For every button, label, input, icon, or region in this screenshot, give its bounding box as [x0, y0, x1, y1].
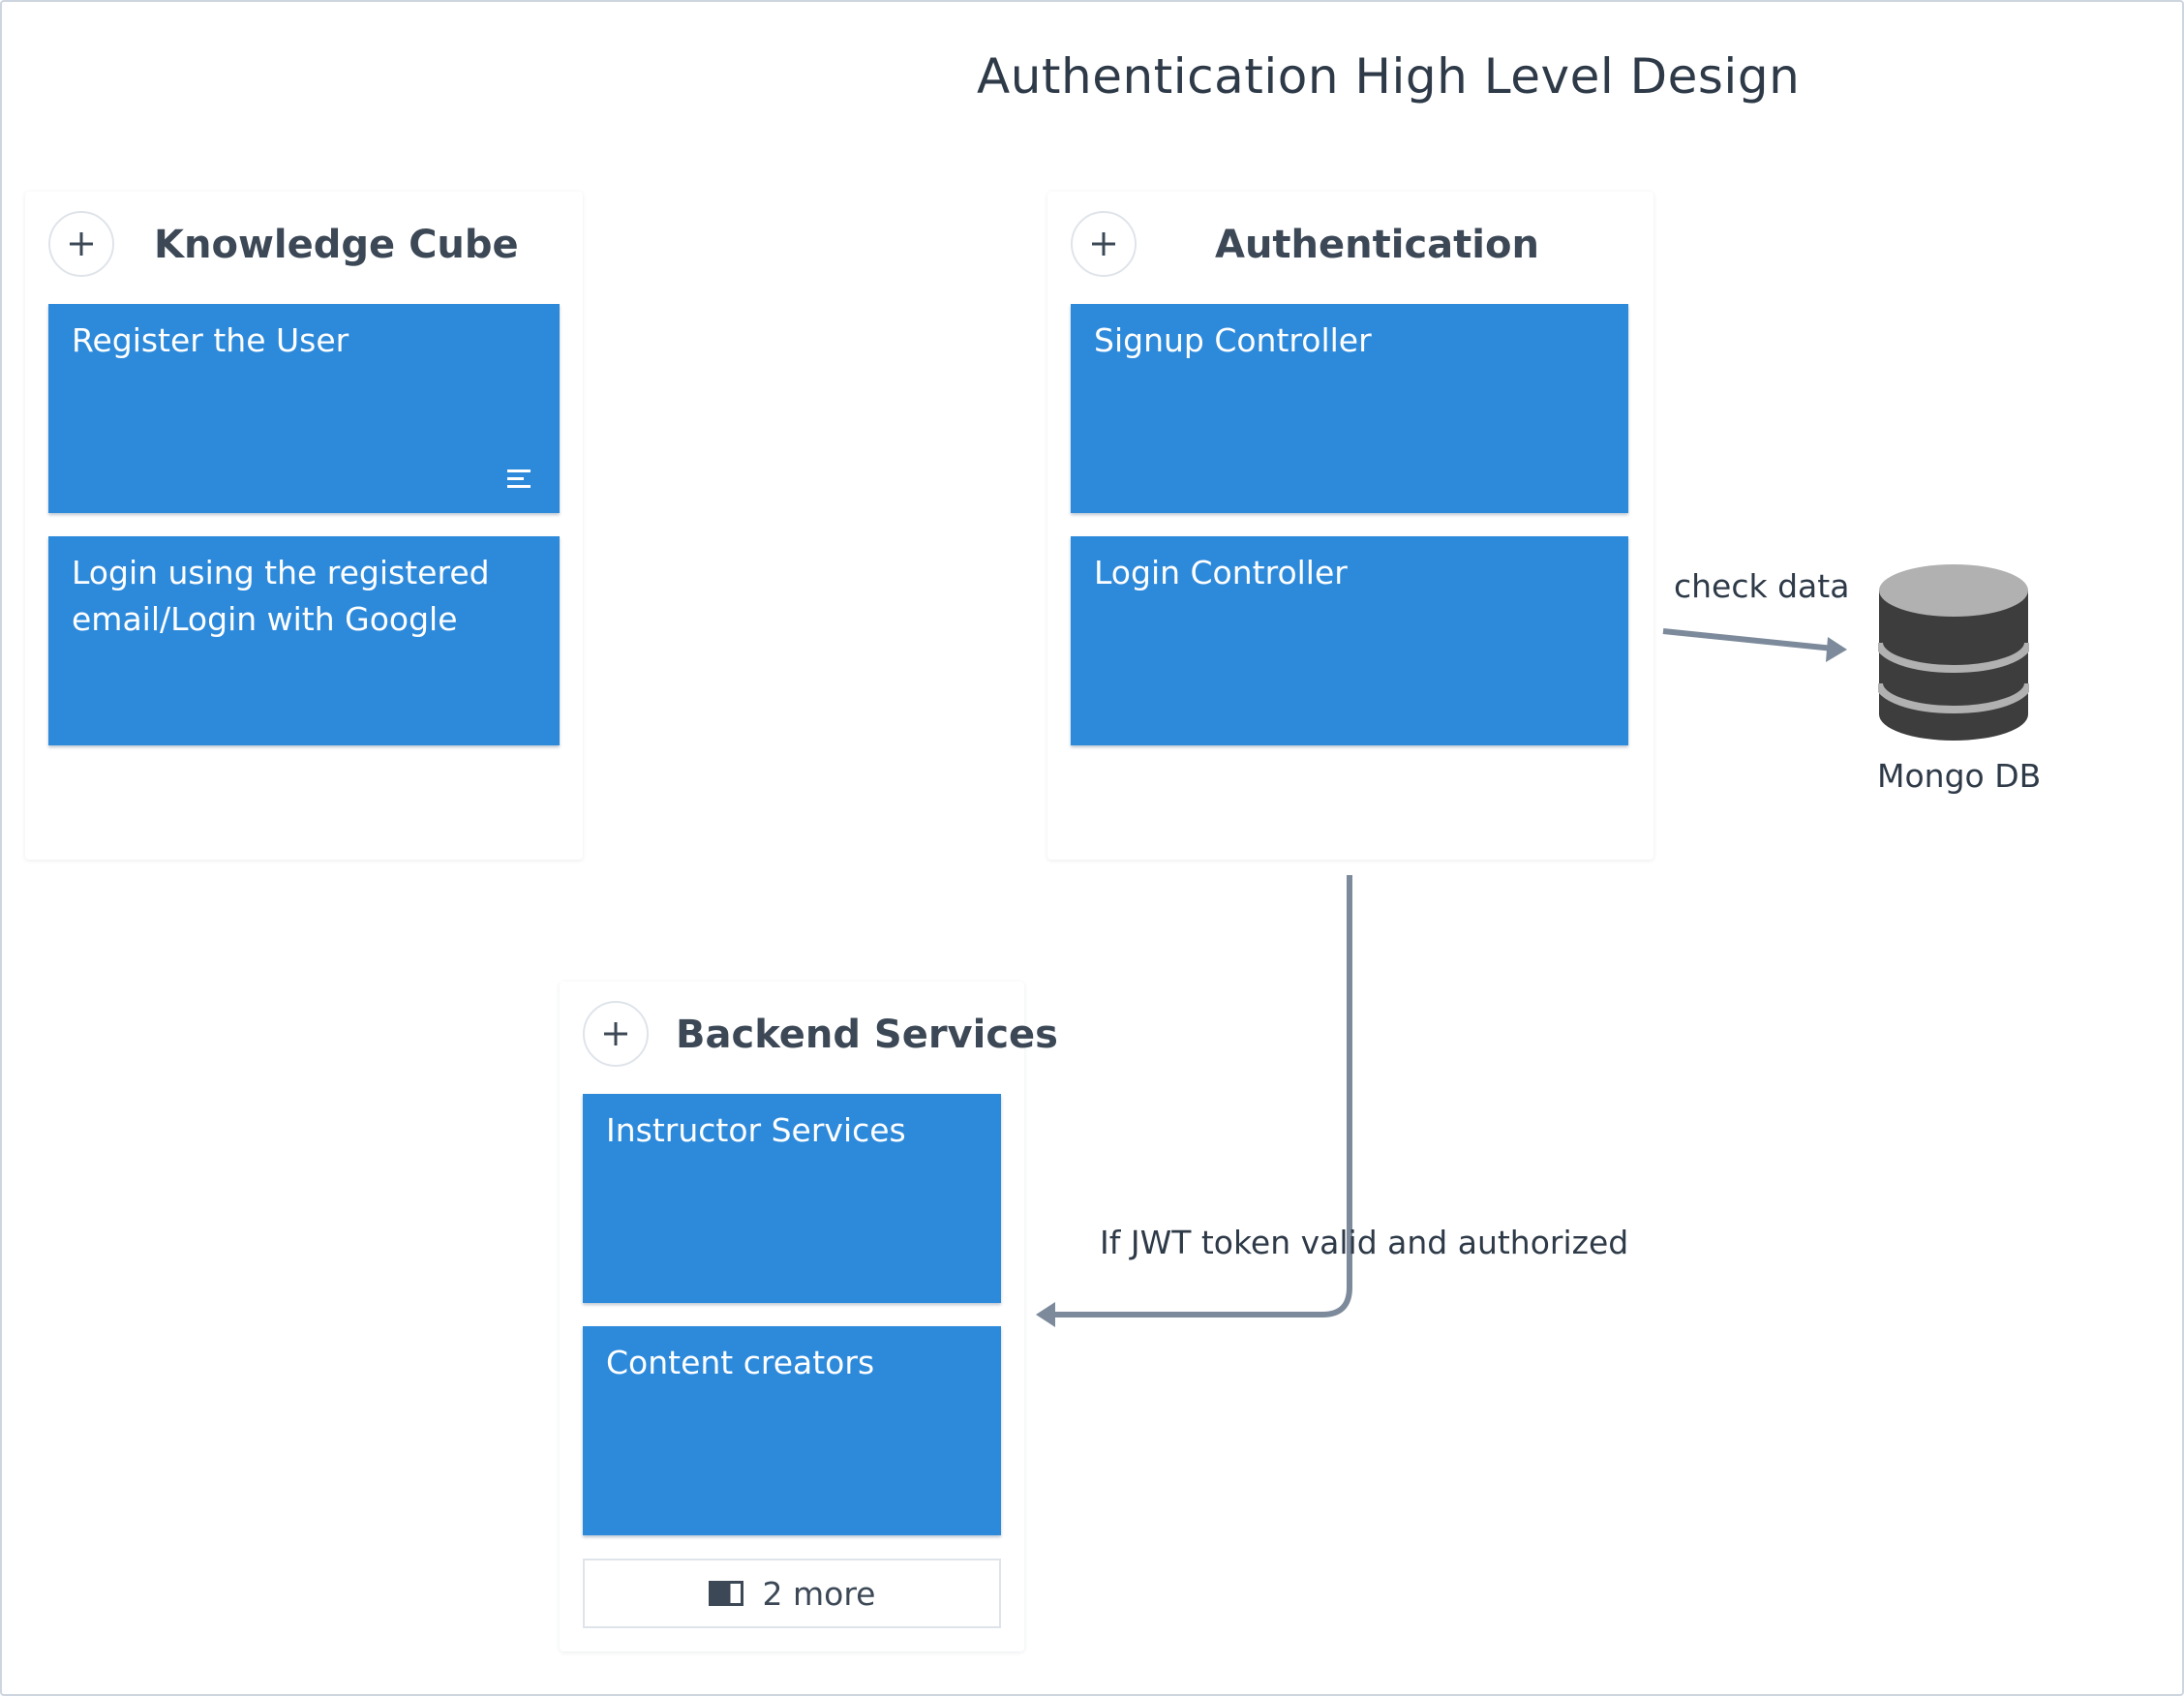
column-backend-services: Backend Services Instructor Services Con… [560, 982, 1058, 1651]
database-icon [1878, 564, 2029, 741]
card-signup-controller[interactable]: Signup Controller [1071, 304, 1628, 513]
plus-icon [604, 1022, 627, 1045]
column-title: Backend Services [676, 1013, 1058, 1057]
plus-icon [1092, 232, 1115, 256]
show-more-button[interactable]: 2 more [583, 1559, 1001, 1628]
plus-icon [70, 232, 93, 256]
card-text: Login using the registered email/Login w… [72, 554, 490, 638]
connector-check-data-head [1826, 637, 1847, 662]
card-text: Content creators [606, 1344, 875, 1381]
connector-label-jwt: If JWT token valid and authorized [1100, 1224, 1629, 1261]
card-text: Register the User [72, 321, 349, 359]
column-title: Authentication [1215, 223, 1539, 267]
description-icon [507, 469, 531, 488]
card-login-controller[interactable]: Login Controller [1071, 536, 1628, 745]
add-card-button[interactable] [583, 1001, 649, 1067]
column-knowledge-cube: Knowledge Cube Register the User Login u… [25, 192, 583, 860]
card-instructor-services[interactable]: Instructor Services [583, 1094, 1001, 1303]
connector-check-data[interactable] [1662, 628, 1835, 651]
add-card-button[interactable] [1071, 211, 1137, 277]
column-header: Backend Services [560, 982, 1058, 1082]
column-header: Authentication [1047, 192, 1653, 292]
diagram-title: Authentication High Level Design [977, 48, 1801, 105]
card-content-creators[interactable]: Content creators [583, 1326, 1001, 1535]
database-label: Mongo DB [1877, 757, 2042, 795]
card-text: Signup Controller [1094, 321, 1372, 359]
connector-jwt[interactable] [1053, 875, 1352, 1317]
connector-label-check-data: check data [1674, 567, 1850, 605]
column-header: Knowledge Cube [25, 192, 583, 292]
connector-jwt-head [1036, 1302, 1055, 1327]
column-title: Knowledge Cube [154, 223, 519, 267]
card-register-user[interactable]: Register the User [48, 304, 560, 513]
card-login-registered[interactable]: Login using the registered email/Login w… [48, 536, 560, 745]
column-authentication: Authentication Signup Controller Login C… [1047, 192, 1653, 860]
panel-icon [708, 1581, 743, 1606]
card-text: Login Controller [1094, 554, 1348, 591]
more-label: 2 more [762, 1574, 876, 1613]
add-card-button[interactable] [48, 211, 114, 277]
card-text: Instructor Services [606, 1111, 906, 1149]
